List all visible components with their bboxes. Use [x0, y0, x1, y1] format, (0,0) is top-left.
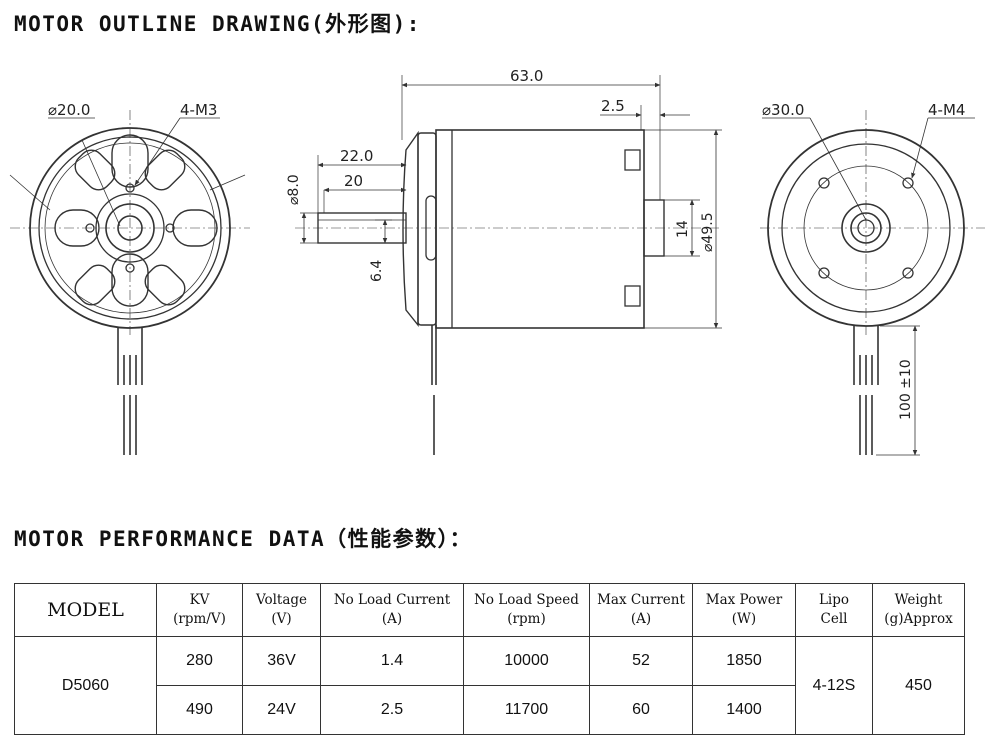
header-no-load-current: No Load Current(A) [320, 583, 464, 637]
performance-table: MODEL KV(rpm/V) Voltage(V) No Load Curre… [14, 583, 965, 735]
side-flat-depth-label: 6.4 [369, 260, 385, 282]
rear-lead-length-label: 100 ±10 [898, 359, 914, 420]
rear-view [760, 110, 985, 456]
side-rear-offset-label: 2.5 [601, 97, 625, 115]
front-screw-label: 4-M3 [180, 101, 217, 119]
cell-max-current: 52 [589, 636, 693, 686]
table-row: 490 24V 2.5 11700 60 1400 [15, 685, 965, 735]
side-shaft-flat-label: 20 [344, 172, 363, 190]
header-no-load-speed: No Load Speed(rpm) [463, 583, 590, 637]
motor-outline-drawing: ⌀20.0 4-M3 [9, 67, 985, 456]
side-shaft-length-label: 22.0 [340, 147, 373, 165]
side-body-diameter-label: ⌀49.5 [700, 212, 716, 252]
header-max-current: Max Current(A) [589, 583, 693, 637]
header-weight: Weight(g)Approx [872, 583, 965, 637]
header-voltage: Voltage(V) [242, 583, 321, 637]
header-model: MODEL [14, 583, 157, 637]
table-row: D5060 280 36V 1.4 10000 52 1850 4-12S 45… [14, 636, 965, 735]
cell-no-load-speed: 11700 [463, 685, 590, 735]
rear-screw-label: 4-M4 [928, 101, 965, 119]
cell-max-current: 60 [589, 685, 693, 735]
cell-no-load-speed: 10000 [463, 636, 590, 686]
side-shaft-diameter-label: ⌀8.0 [286, 174, 302, 205]
side-view [295, 75, 722, 455]
side-hub-diameter-label: 14 [675, 220, 691, 238]
rear-bolt-circle-label: ⌀30.0 [762, 101, 804, 119]
table-header-row: MODEL KV(rpm/V) Voltage(V) No Load Curre… [14, 583, 965, 637]
cell-no-load-current: 2.5 [320, 685, 464, 735]
header-max-power: Max Power(W) [692, 583, 796, 637]
front-bolt-circle-label: ⌀20.0 [48, 101, 90, 119]
cell-model: D5060 [14, 636, 157, 735]
cell-weight: 450 [872, 636, 965, 735]
cell-voltage: 24V [242, 685, 321, 735]
cell-kv: 490 [156, 685, 243, 735]
cell-voltage: 36V [242, 636, 321, 686]
cell-max-power: 1850 [692, 636, 796, 686]
cell-kv: 280 [156, 636, 243, 686]
front-view [9, 110, 250, 455]
header-kv: KV(rpm/V) [156, 583, 243, 637]
side-length-label: 63.0 [510, 67, 543, 85]
outline-drawing-heading: MOTOR OUTLINE DRAWING(外形图): [14, 12, 421, 36]
cell-max-power: 1400 [692, 685, 796, 735]
cell-no-load-current: 1.4 [320, 636, 464, 686]
performance-data-heading: MOTOR PERFORMANCE DATA（性能参数）： [14, 527, 473, 551]
cell-lipo-cell: 4-12S [795, 636, 873, 735]
